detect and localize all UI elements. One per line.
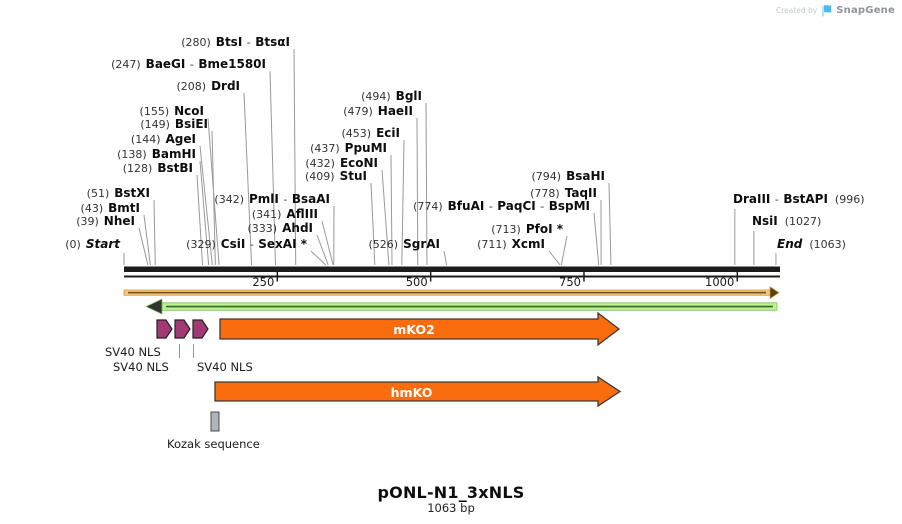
terminal-label-start: (0)Start	[65, 237, 120, 252]
site-leader-line	[316, 234, 329, 266]
restriction-site-label: (711)XcmI	[477, 237, 545, 252]
feature-label-kozak: Kozak sequence	[167, 437, 260, 451]
restriction-site-label: (128)BstBI	[122, 161, 193, 176]
restriction-site-label: (437)PpuMI	[310, 141, 387, 156]
created-by-text: Created by	[776, 6, 818, 15]
site-leader-line	[269, 70, 276, 266]
restriction-site-label: (39)NheI	[76, 214, 135, 229]
kozak-box	[210, 411, 220, 432]
reverse-strand-line-arrowhead	[145, 298, 163, 315]
restriction-site-label: (409)StuI	[305, 169, 367, 184]
ruler-tick	[276, 271, 279, 282]
ruler-tick-label: 1000	[705, 275, 734, 289]
restriction-site-label: (494)BglI	[361, 89, 422, 104]
restriction-site-label: NsiI(1027)	[752, 214, 822, 229]
site-leader-line	[381, 169, 390, 266]
restriction-site-label: (342)PmlI - BsaAI	[214, 192, 330, 207]
snapgene-brand-text: SnapGene	[836, 5, 895, 16]
reverse-strand-line-core	[166, 305, 773, 308]
ruler-tick-label: 250	[252, 275, 274, 289]
restriction-site-label: (453)EciI	[341, 126, 400, 141]
site-leader-line	[443, 250, 448, 266]
site-leader-line	[243, 92, 253, 266]
forward-strand-line-core	[128, 291, 766, 294]
ruler-line	[124, 275, 780, 278]
site-leader-line	[548, 250, 561, 266]
site-leader-line	[401, 139, 405, 266]
restriction-site-label: (341)AflIII	[251, 207, 318, 222]
site-leader-line	[196, 174, 204, 266]
watermark: Created by SnapGene	[776, 4, 895, 17]
restriction-site-label: (526)SgrAI	[368, 237, 441, 252]
feature-label-hmko: hmKO	[390, 384, 433, 400]
feature-label-sv40-nls: SV40 NLS	[105, 345, 161, 359]
site-leader-line	[199, 160, 210, 266]
nls-arrow	[156, 319, 173, 339]
restriction-site-label: DraIII - BstAPI(996)	[733, 192, 865, 207]
site-leader-line	[593, 212, 600, 266]
feature-label-sv40-nls: SV40 NLS	[197, 360, 253, 374]
restriction-site-label: (149)BsiEI	[140, 117, 208, 132]
map-title: pONL-N1_3xNLS	[377, 483, 525, 502]
sequence-bar	[124, 266, 780, 272]
ruler-tick-label: 500	[406, 275, 428, 289]
terminal-label-end: End(1063)	[777, 237, 846, 252]
site-leader-line	[143, 214, 151, 266]
site-leader-line	[370, 182, 376, 266]
site-leader-line	[199, 145, 213, 266]
nls-arrow	[192, 319, 209, 339]
site-leader-line	[608, 182, 612, 266]
restriction-site-label: (280)BtsI - BtsαI	[181, 35, 290, 50]
cds-arrow-mko2	[219, 311, 621, 347]
restriction-site-label: (144)AgeI	[130, 132, 196, 147]
feature-label-mko2: mKO2	[393, 321, 435, 337]
restriction-site-label: (329)CsiI - SexAI *	[186, 237, 307, 252]
restriction-site-label: (794)BsaHI	[531, 169, 606, 184]
restriction-site-label: (333)AhdI	[247, 221, 313, 236]
restriction-site-label: (138)BamHI	[117, 147, 196, 162]
nls-arrow	[174, 319, 191, 339]
restriction-site-label: (713)PfoI *	[491, 222, 563, 237]
ruler-tick	[583, 271, 585, 282]
site-leader-line	[293, 48, 297, 266]
restriction-site-label: (247)BaeGI - Bme1580I	[111, 57, 266, 72]
restriction-site-label: (774)BfuAI - PaqCI - BspMI	[413, 199, 590, 214]
restriction-site-label: (208)DrdI	[176, 79, 240, 94]
site-leader-line	[211, 130, 216, 266]
feature-label-sv40-nls: SV40 NLS	[113, 360, 169, 374]
logo-pole	[822, 5, 824, 17]
site-leader-line	[153, 199, 156, 266]
logo-flag	[824, 5, 832, 13]
restriction-site-label: (43)BmtI	[80, 201, 140, 216]
ruler-tick	[736, 271, 739, 282]
site-leader-line	[390, 154, 393, 266]
site-leader-line	[560, 235, 568, 266]
restriction-site-label: (51)BstXI	[86, 186, 150, 201]
site-leader-line	[425, 102, 428, 266]
restriction-site-label: (432)EcoNI	[305, 156, 378, 171]
restriction-site-label: (778)TaqII	[530, 186, 597, 201]
site-leader-line	[138, 227, 149, 266]
map-length: 1063 bp	[427, 501, 475, 515]
ruler-tick	[429, 271, 432, 282]
cds-arrow-hmko	[214, 375, 622, 408]
forward-strand-line-arrowhead	[769, 285, 780, 300]
ruler-tick-label: 750	[559, 275, 581, 289]
restriction-site-label: (155)NcoI	[139, 104, 204, 119]
site-leader-line	[416, 117, 419, 266]
site-leader-line	[321, 220, 334, 266]
snapgene-logo-icon	[822, 5, 832, 17]
restriction-site-label: (479)HaeII	[343, 104, 413, 119]
site-leader-line	[310, 250, 327, 266]
